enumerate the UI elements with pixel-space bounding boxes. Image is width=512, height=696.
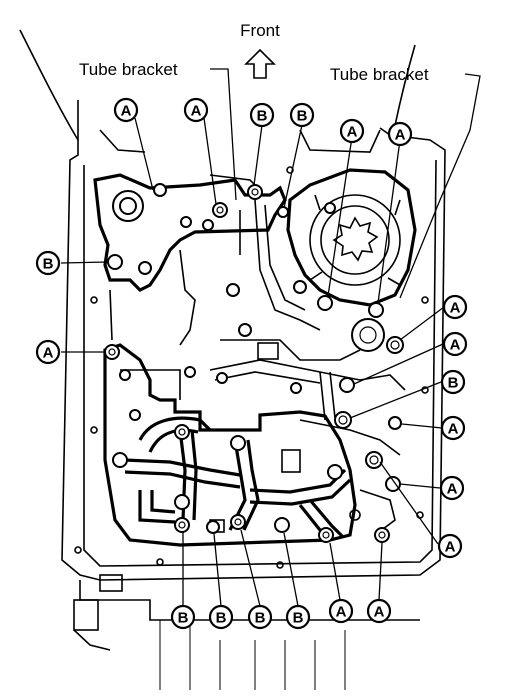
bolt xyxy=(174,494,190,510)
callout-a: A xyxy=(437,533,463,559)
svg-text:B: B xyxy=(178,610,189,627)
bolt xyxy=(247,184,263,200)
callout-b: B xyxy=(35,250,61,276)
svg-text:B: B xyxy=(297,108,308,125)
svg-text:A: A xyxy=(395,127,406,144)
callout-a: A xyxy=(387,121,413,147)
bolt xyxy=(277,206,289,218)
svg-text:A: A xyxy=(374,604,385,621)
callout-b: B xyxy=(247,604,273,630)
callout-b: B xyxy=(285,604,311,630)
tube-bracket-label-right: Tube bracket xyxy=(330,65,429,84)
tube-bracket-leaders xyxy=(210,68,481,299)
bolt xyxy=(230,514,246,530)
bolt xyxy=(202,219,214,231)
callout-leaders xyxy=(60,117,445,607)
callout-group: A A B B A A B A A A B A A A B B B B A A xyxy=(35,97,468,630)
bolt xyxy=(368,302,384,318)
bolt xyxy=(180,216,192,228)
svg-text:A: A xyxy=(121,103,132,120)
bolt xyxy=(339,377,355,393)
callout-b: B xyxy=(440,369,466,395)
svg-text:A: A xyxy=(191,103,202,120)
bolt xyxy=(324,202,336,214)
bolt xyxy=(107,254,123,270)
bolt xyxy=(174,424,190,440)
bolt xyxy=(365,451,383,469)
svg-text:B: B xyxy=(255,610,266,627)
tube-bracket-label-left: Tube bracket xyxy=(79,60,178,79)
valve-body xyxy=(93,173,406,547)
svg-text:A: A xyxy=(450,337,461,354)
front-label: Front xyxy=(240,21,280,40)
housing-outline xyxy=(19,29,446,690)
bolt xyxy=(290,382,302,394)
bolt xyxy=(386,336,404,354)
bolt xyxy=(385,476,401,492)
bolt xyxy=(119,369,131,381)
bolt xyxy=(226,283,240,297)
svg-text:B: B xyxy=(293,610,304,627)
callout-a: A xyxy=(328,598,354,624)
callout-a: A xyxy=(442,331,468,357)
svg-text:A: A xyxy=(336,604,347,621)
callout-a: A xyxy=(366,598,392,624)
bolt xyxy=(327,464,343,480)
callout-a: A xyxy=(183,97,209,123)
bolt xyxy=(153,183,167,197)
svg-text:A: A xyxy=(347,124,358,141)
svg-text:A: A xyxy=(448,421,459,438)
bolt xyxy=(112,452,128,468)
housing-holes xyxy=(74,166,429,569)
bolt xyxy=(388,416,402,430)
callout-b: B xyxy=(249,102,275,128)
bolt xyxy=(174,517,190,533)
bolt xyxy=(129,409,141,421)
svg-text:B: B xyxy=(216,610,227,627)
callout-b: B xyxy=(289,102,315,128)
bolt xyxy=(230,435,246,451)
svg-text:B: B xyxy=(257,108,268,125)
bolt xyxy=(138,261,152,275)
bolt xyxy=(216,372,228,384)
front-direction-arrow xyxy=(244,48,276,79)
bolt-group xyxy=(104,183,404,543)
svg-text:A: A xyxy=(43,345,54,362)
callout-a: A xyxy=(113,97,139,123)
callout-a: A xyxy=(35,339,61,365)
svg-text:B: B xyxy=(448,375,459,392)
svg-text:A: A xyxy=(447,481,458,498)
bolt xyxy=(104,344,120,360)
bolt xyxy=(212,202,228,218)
callout-a: A xyxy=(439,475,465,501)
svg-text:A: A xyxy=(445,539,456,556)
bolt xyxy=(317,295,333,311)
oil-pump-gear xyxy=(286,168,417,352)
callout-a: A xyxy=(440,415,466,441)
bolt xyxy=(318,527,334,543)
bolt xyxy=(274,517,290,533)
bolt xyxy=(184,366,196,378)
callout-a: A xyxy=(442,294,468,320)
bolt xyxy=(374,527,390,543)
callout-a: A xyxy=(339,118,365,144)
bolt xyxy=(293,280,307,294)
bolt xyxy=(334,411,352,429)
svg-text:B: B xyxy=(43,256,54,273)
bolt xyxy=(206,520,220,534)
svg-text:A: A xyxy=(450,300,461,317)
callout-b: B xyxy=(208,604,234,630)
bolt xyxy=(238,323,252,337)
callout-b: B xyxy=(170,604,196,630)
